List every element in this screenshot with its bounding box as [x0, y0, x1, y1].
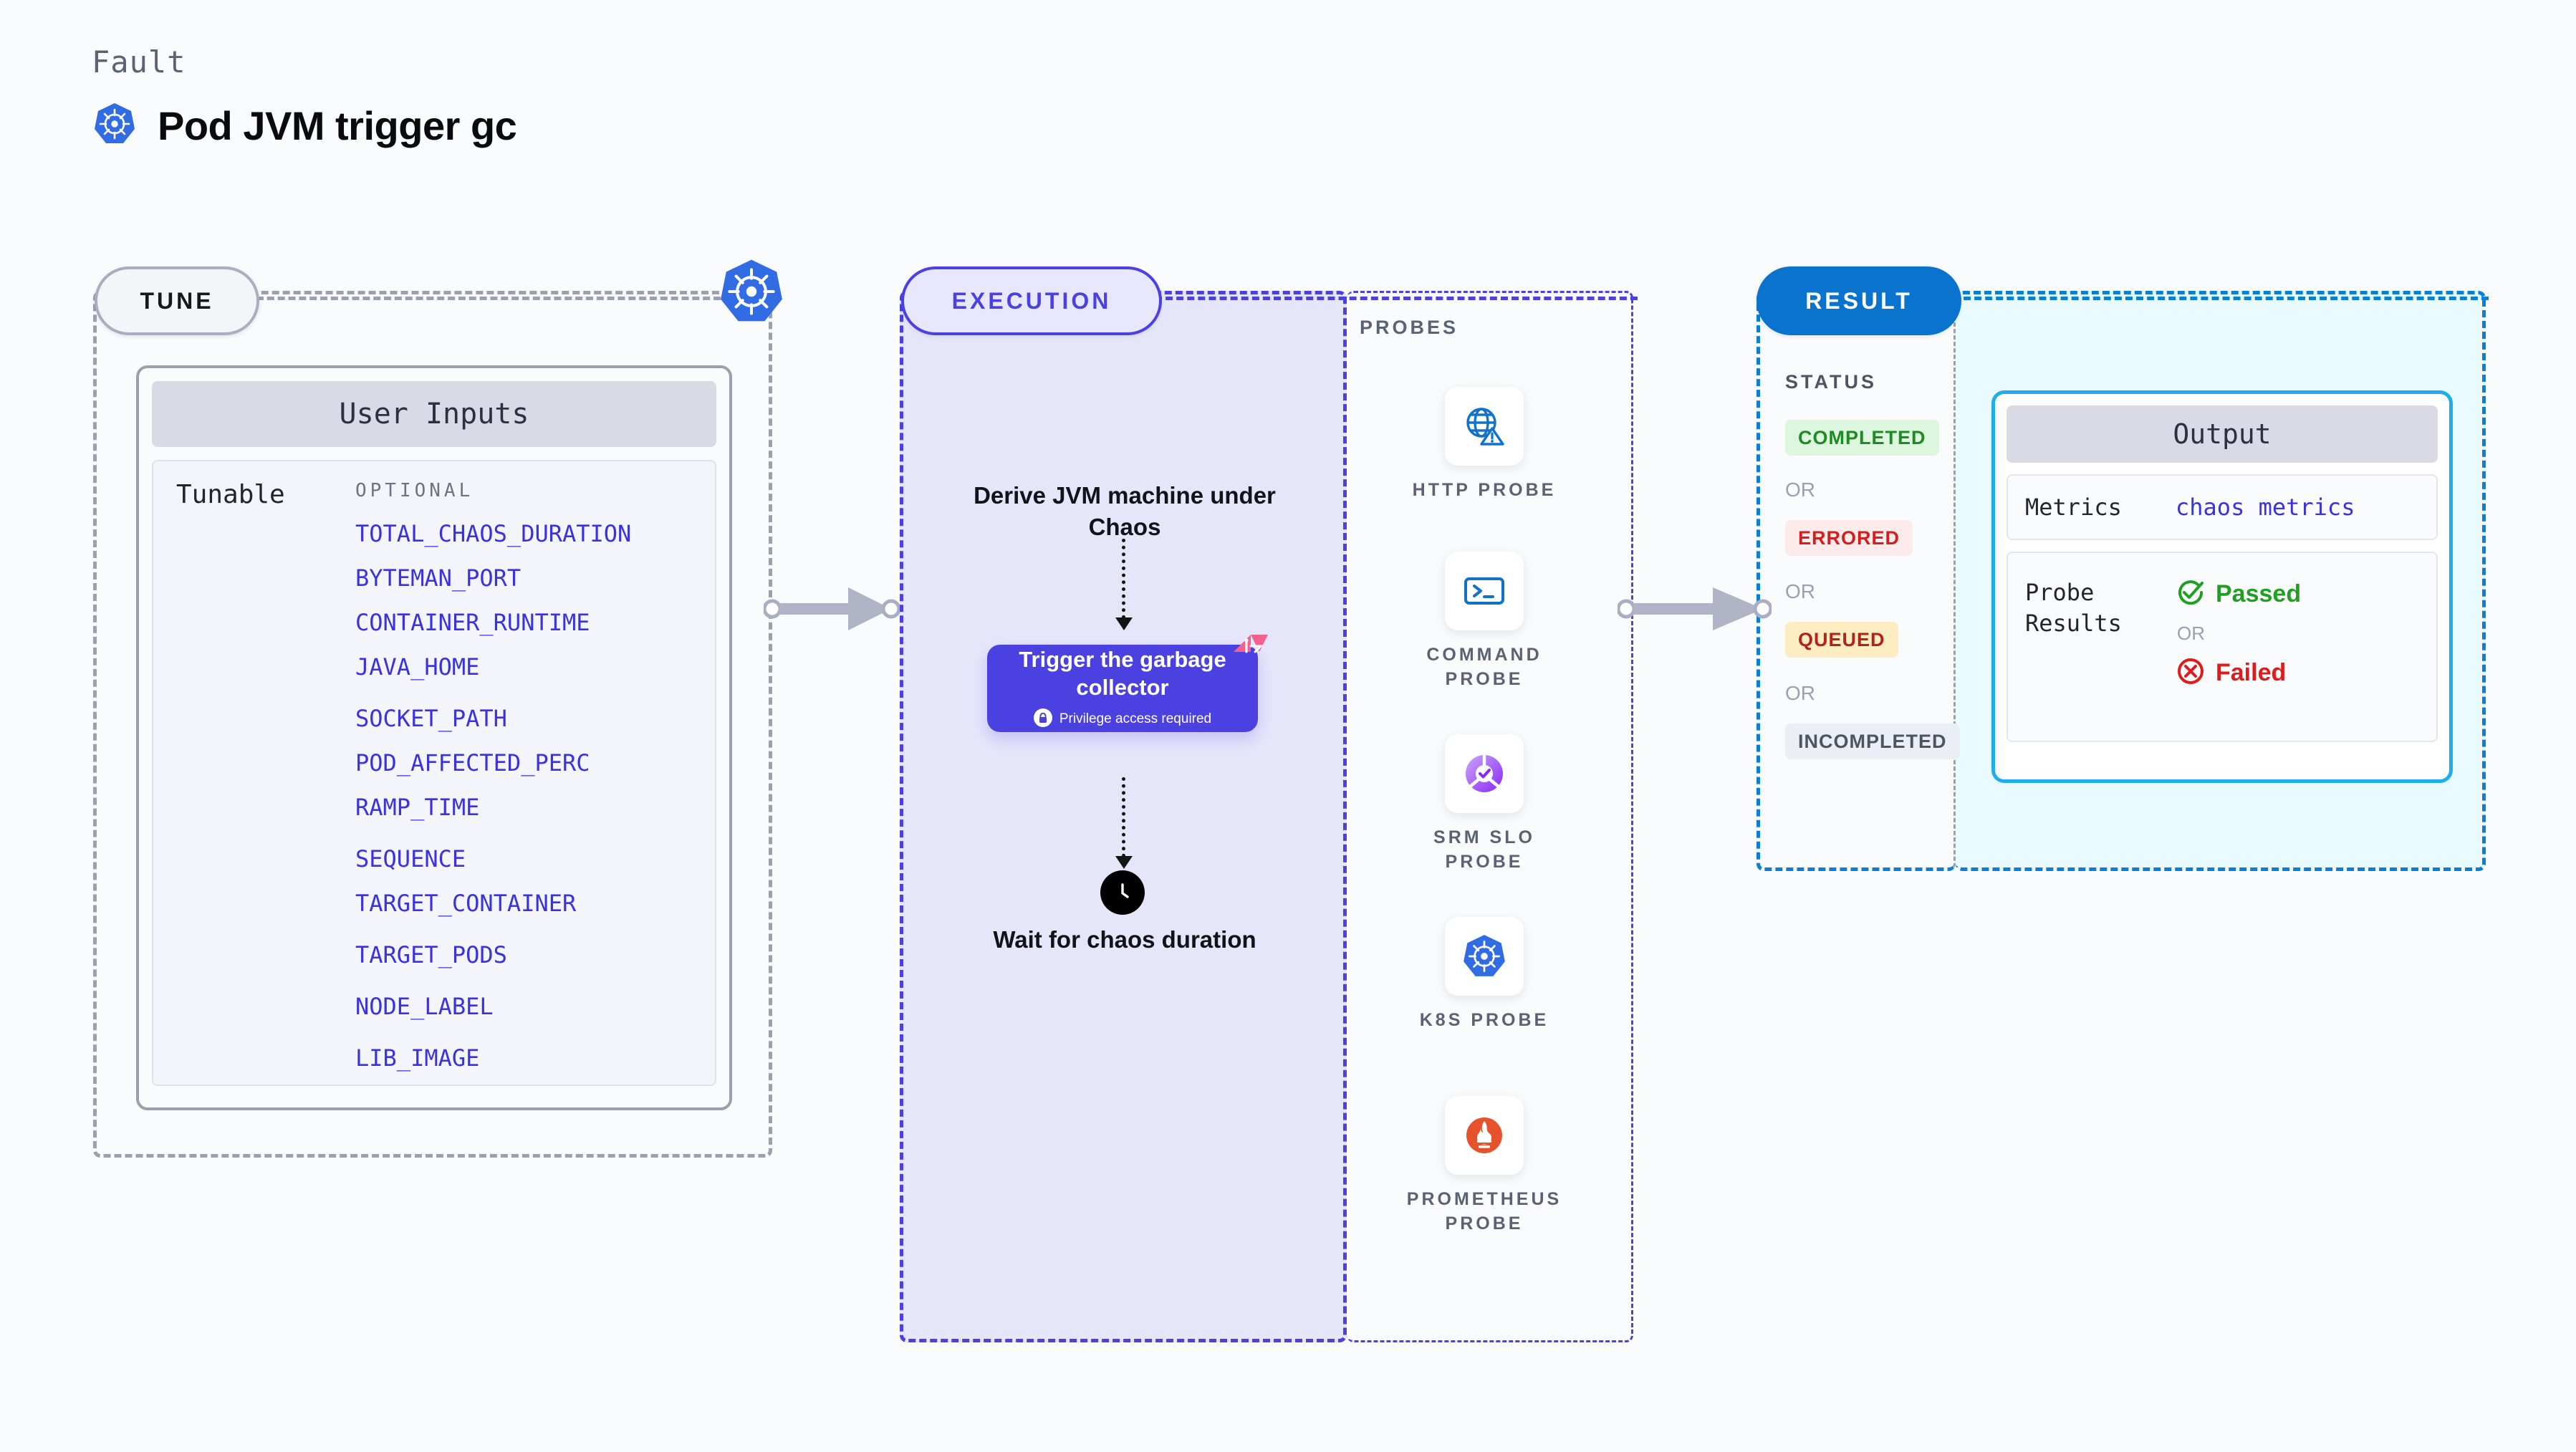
probe-label: HTTP PROBE	[1412, 480, 1557, 500]
passed-label: Passed	[2216, 580, 2302, 607]
kubernetes-icon	[92, 101, 138, 150]
metrics-row: Metrics chaos metrics	[2007, 474, 2438, 540]
privilege-text: Privilege access required	[1059, 711, 1212, 727]
probe-label: K8S PROBE	[1419, 1010, 1549, 1030]
terminal-icon	[1445, 552, 1524, 630]
srm-slo-icon	[1445, 734, 1524, 813]
result-section-pill[interactable]: RESULT	[1756, 266, 1961, 335]
status-badge: COMPLETED	[1785, 420, 1939, 456]
result-dashed-connector	[1953, 297, 2489, 300]
output-header: Output	[2007, 405, 2438, 463]
result-status-section-box	[1756, 291, 1956, 871]
probe-result-failed: Failed	[2176, 656, 2436, 690]
lock-icon	[1033, 708, 1052, 731]
probe-item-command[interactable]: COMMAND PROBE	[1391, 552, 1577, 692]
probe-result-passed: Passed	[2176, 577, 2436, 611]
user-inputs-header: User Inputs	[152, 381, 716, 447]
probe-results-row: Probe Results Passed OR	[2007, 552, 2438, 742]
tunable-item[interactable]: LIB_IMAGE	[355, 1044, 480, 1072]
flow-arrowhead-2	[1115, 856, 1133, 869]
prometheus-icon	[1445, 1096, 1524, 1175]
probe-results-values: Passed OR Failed	[2176, 577, 2436, 741]
tunable-item[interactable]: RAMP_TIME	[355, 794, 480, 821]
globe-warning-icon	[1445, 387, 1524, 466]
tune-section-box	[93, 291, 772, 1158]
tunable-item[interactable]: SEQUENCE	[355, 845, 466, 872]
page-header: Fault Pod JVM trigger gc	[92, 44, 517, 150]
privilege-row: Privilege access required	[1033, 708, 1212, 731]
derive-step-label: Derive JVM machine under Chaos	[974, 482, 1276, 540]
trigger-node-title: Trigger the garbage collector	[1019, 647, 1226, 700]
status-label: STATUS	[1785, 371, 1877, 393]
user-inputs-body: Tunable OPTIONAL TOTAL_CHAOS_DURATION BY…	[152, 460, 716, 1086]
metrics-value[interactable]: chaos metrics	[2176, 494, 2355, 521]
metrics-key: Metrics	[2025, 494, 2122, 521]
tunable-row-label: Tunable	[176, 480, 285, 509]
tunable-item[interactable]: NODE_LABEL	[355, 993, 494, 1020]
tunable-item[interactable]: BYTEMAN_PORT	[355, 564, 522, 592]
probe-item-srm-slo[interactable]: SRM SLO PROBE	[1391, 734, 1577, 875]
tunable-item[interactable]: TOTAL_CHAOS_DURATION	[355, 520, 632, 547]
title-row: Pod JVM trigger gc	[92, 101, 517, 150]
check-circle-icon	[2176, 577, 2206, 611]
clock-icon	[1100, 870, 1145, 915]
probes-section-label: PROBES	[1360, 317, 1459, 338]
execution-dashed-connector	[1155, 297, 1638, 300]
tune-section-pill[interactable]: TUNE	[95, 266, 259, 335]
tunable-item[interactable]: TARGET_CONTAINER	[355, 890, 577, 917]
flow-arrowhead-1	[1115, 617, 1133, 630]
connector-execution-to-result	[1616, 580, 1773, 641]
tunable-item[interactable]: JAVA_HOME	[355, 653, 480, 681]
tunable-item[interactable]: SOCKET_PATH	[355, 705, 507, 732]
tunable-list: OPTIONAL TOTAL_CHAOS_DURATION BYTEMAN_PO…	[355, 480, 715, 1085]
kubernetes-icon	[716, 256, 787, 327]
status-badge: INCOMPLETED	[1785, 723, 1960, 759]
probe-results-key: Probe Results	[2025, 579, 2122, 638]
page-title: Pod JVM trigger gc	[158, 103, 517, 148]
flow-connector-2	[1122, 777, 1125, 857]
probe-label: SRM SLO PROBE	[1433, 827, 1535, 872]
flow-connector-1	[1122, 539, 1125, 619]
probe-label: PROMETHEUS PROBE	[1406, 1189, 1562, 1234]
wait-step-label: Wait for chaos duration	[993, 926, 1256, 953]
probe-item-prometheus[interactable]: PROMETHEUS PROBE	[1391, 1096, 1577, 1236]
fault-kicker: Fault	[92, 44, 186, 80]
or-separator: OR	[1785, 479, 1815, 501]
kubernetes-icon	[1445, 917, 1524, 996]
tunable-item[interactable]: POD_AFFECTED_PERC	[355, 749, 590, 777]
or-separator: OR	[2177, 622, 2205, 644]
output-card: Output Metrics chaos metrics Probe Resul…	[1991, 390, 2453, 783]
status-badge: ERRORED	[1785, 520, 1913, 556]
probe-item-k8s[interactable]: K8S PROBE	[1391, 917, 1577, 1033]
x-circle-icon	[2176, 656, 2206, 690]
optional-group-label: OPTIONAL	[355, 480, 474, 501]
or-separator: OR	[1785, 682, 1815, 704]
failed-label: Failed	[2216, 659, 2287, 686]
trigger-garbage-collector-node[interactable]: Trigger the garbage collector Privilege …	[987, 645, 1258, 732]
tunable-item[interactable]: CONTAINER_RUNTIME	[355, 609, 590, 636]
probe-item-http[interactable]: HTTP PROBE	[1391, 387, 1577, 503]
or-separator: OR	[1785, 580, 1815, 602]
litmus-chaos-icon	[1229, 630, 1268, 669]
tune-dashed-connector	[256, 297, 721, 300]
tunable-item[interactable]: TARGET_PODS	[355, 941, 507, 968]
execution-section-pill[interactable]: EXECUTION	[901, 266, 1162, 335]
probe-label: COMMAND PROBE	[1426, 645, 1542, 689]
user-inputs-card: User Inputs Tunable OPTIONAL TOTAL_CHAOS…	[136, 365, 732, 1110]
connector-tune-to-execution	[762, 580, 901, 641]
status-badge: QUEUED	[1785, 622, 1898, 658]
